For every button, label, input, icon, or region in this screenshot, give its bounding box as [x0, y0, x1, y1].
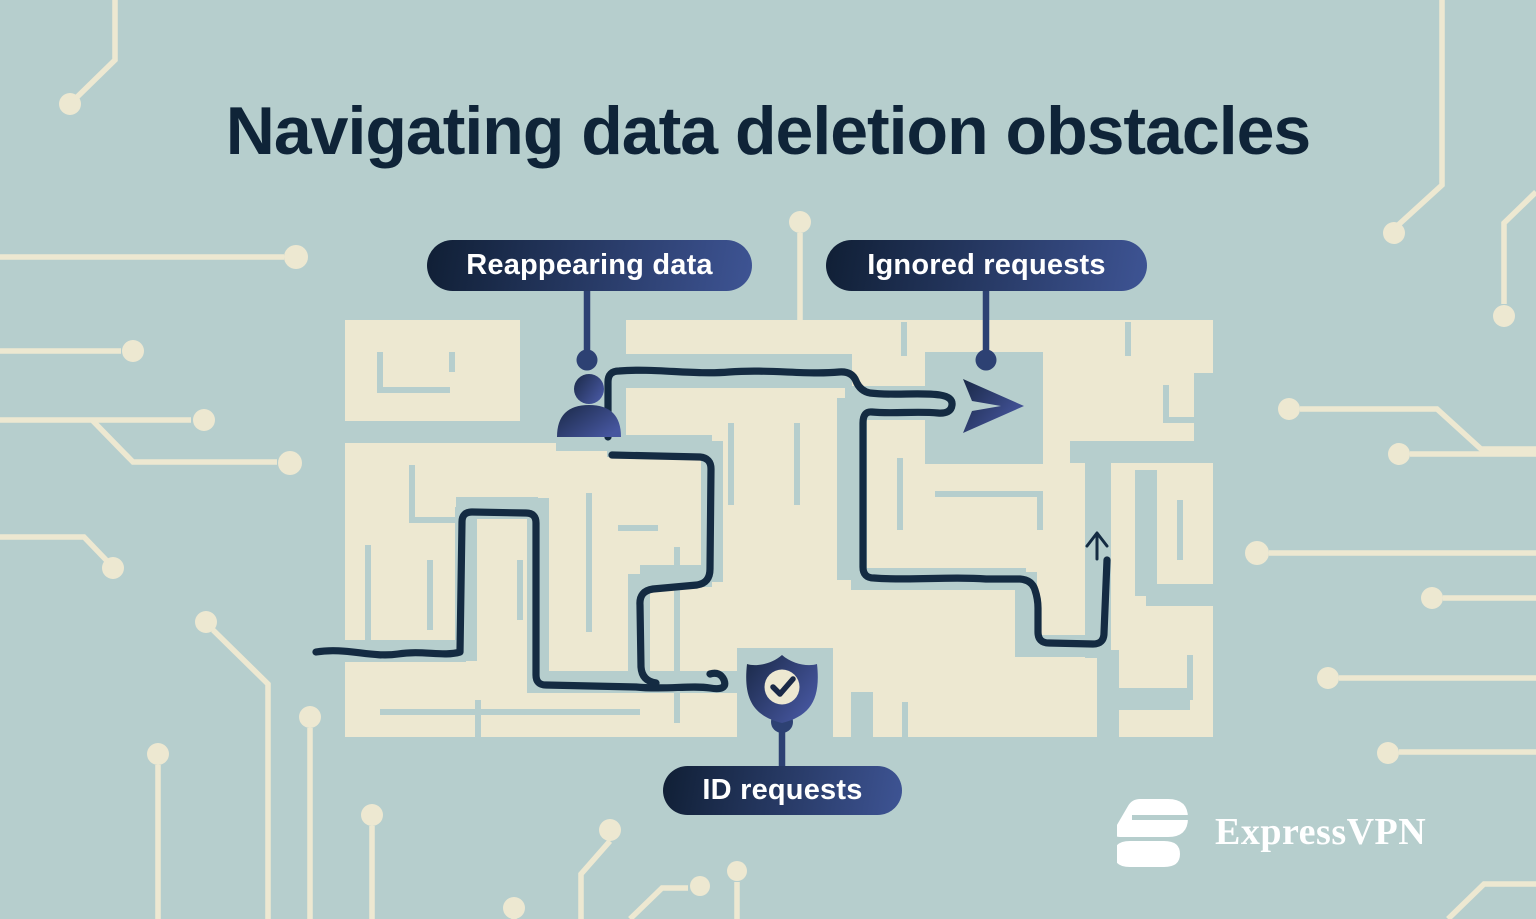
brand-wordmark: ExpressVPN: [1215, 811, 1427, 853]
label-reappearing-data-text: Reappearing data: [466, 249, 713, 281]
label-ignored-requests: Ignored requests: [826, 240, 1147, 291]
person-silhouette-icon: [557, 374, 621, 437]
ignored-connector-dot: [975, 349, 997, 371]
page-title: Navigating data deletion obstacles: [225, 93, 1311, 169]
route-backtrack-to-person: [608, 451, 715, 687]
label-id-requests: ID requests: [663, 766, 902, 815]
reappearing-connector-dot: [576, 349, 598, 371]
expressvpn-logo-icon: [1117, 799, 1188, 867]
route-person-to-exit: [604, 366, 1111, 648]
brand-lockup: ExpressVPN: [1117, 796, 1426, 868]
maze-route: [312, 366, 1111, 693]
label-reappearing-data: Reappearing data: [427, 240, 752, 291]
up-arrow-icon: [1085, 531, 1109, 561]
maze-inner-walls: [365, 322, 1205, 737]
label-connectors: [576, 290, 997, 768]
label-id-requests-text: ID requests: [702, 774, 863, 806]
label-ignored-requests-text: Ignored requests: [867, 249, 1106, 281]
shield-check-icon: [746, 655, 818, 733]
paper-plane-icon: [963, 379, 1024, 433]
route-entry-to-shield: [312, 508, 729, 693]
